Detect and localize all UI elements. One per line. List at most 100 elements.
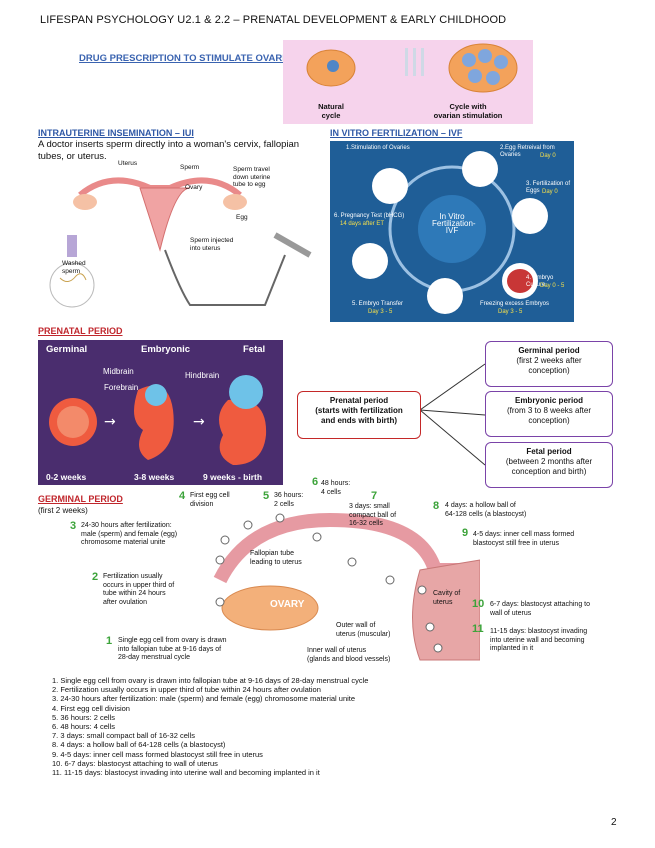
weeks-germinal: 0-2 weeks bbox=[46, 472, 87, 482]
step-9-text: 4-5 days: inner cell mass formed blastoc… bbox=[473, 531, 574, 548]
step-3-text: 24-30 hours after fertilization: male (s… bbox=[81, 522, 177, 548]
step-7-line1: 3 days: small bbox=[349, 503, 390, 510]
list-item: 11. 11-15 days: blastocyst invading into… bbox=[52, 768, 320, 778]
step-2-line3: tube within 24 hours bbox=[103, 590, 166, 597]
step-9-line1: 4-5 days: inner cell mass formed bbox=[473, 531, 575, 538]
ivf-step-2: 2.Egg Retreival from Ovaries bbox=[500, 145, 555, 158]
ivf-step-1: 1.Stimulation of Ovaries bbox=[346, 145, 410, 151]
step-7-line3: 16-32 cells bbox=[349, 520, 383, 527]
step-1-line2: into fallopian tube at 9-16 days of bbox=[118, 645, 222, 653]
list-item: 8. 4 days: a hollow ball of 64-128 cells… bbox=[52, 740, 226, 750]
ivf-diagram: 1.Stimulation of Ovaries 2.Egg Retreival… bbox=[330, 141, 574, 322]
step-11-line3: implanted in it bbox=[490, 645, 534, 652]
step-8-text: 4 days: a hollow ball of 64-128 cells (a… bbox=[445, 502, 526, 519]
list-item: 10. 6-7 days: blastocyst attaching to wa… bbox=[52, 758, 218, 768]
stage-fetal: Fetal bbox=[243, 344, 266, 355]
cavity-line1: Cavity of bbox=[433, 590, 461, 597]
iui-title: INTRAUTERINE INSEMINATION – IUI bbox=[38, 128, 194, 138]
step-3-number: 3 bbox=[70, 520, 77, 532]
prenatal-center-line1: Prenatal period bbox=[329, 396, 389, 405]
step-4-line2: division bbox=[190, 500, 214, 508]
outer-line1: Outer wall of bbox=[336, 622, 376, 629]
list-item: 2. Fertilization usually occurs in upper… bbox=[52, 685, 321, 695]
step-4-number: 4 bbox=[179, 490, 186, 502]
step-11-number: 11 bbox=[472, 623, 484, 635]
step-11-line2: into uterine wall and becoming bbox=[490, 636, 585, 644]
list-item: 3. 24-30 hours after fertilization: male… bbox=[52, 694, 356, 704]
list-item: 9. 4-5 days: inner cell mass formed blas… bbox=[52, 749, 263, 759]
step-3-line3: chromosome material unite bbox=[81, 539, 166, 546]
stim-caption-line1: Cycle with bbox=[449, 102, 487, 111]
label-washed-line2: sperm bbox=[62, 267, 81, 275]
label-hindbrain: Hindbrain bbox=[185, 371, 220, 380]
label-inner-wall: Inner wall of uterus (glands and blood v… bbox=[307, 647, 390, 664]
ivf-step-4: 4. Embryo Culture bbox=[526, 275, 554, 288]
ivf-title: IN VITRO FERTILIZATION – IVF bbox=[330, 128, 463, 138]
label-travel-line1: Sperm travel bbox=[233, 166, 270, 173]
step-9-number: 9 bbox=[462, 527, 469, 539]
label-fallopian-tube: Fallopian tube leading to uterus bbox=[250, 550, 302, 567]
step-6-text: 48 hours: 4 cells bbox=[321, 480, 350, 497]
uterus-illustration bbox=[49, 177, 312, 308]
embryonic-period-line2: conception) bbox=[528, 416, 570, 425]
step-7-number: 7 bbox=[371, 490, 378, 502]
ivf-step-4-day: Day 0 - 5 bbox=[540, 283, 565, 289]
stage-germinal: Germinal bbox=[46, 344, 88, 355]
stim-caption-line2: ovarian stimulation bbox=[433, 111, 503, 120]
step-2-line2: occurs in upper third of bbox=[103, 581, 175, 589]
step-1-number: 1 bbox=[106, 635, 113, 647]
ivf-step-3: 3. Fertilization of Eggs bbox=[526, 181, 571, 194]
step-8-line2: 64-128 cells (a blastocyst) bbox=[445, 510, 527, 518]
drug-image bbox=[283, 40, 533, 124]
germinal-title: GERMINAL PERIOD bbox=[38, 494, 123, 504]
step-2-line4: after ovulation bbox=[103, 598, 147, 606]
weeks-fetal: 9 weeks - birth bbox=[203, 472, 263, 482]
prenatal-title: PRENATAL PERIOD bbox=[38, 326, 123, 336]
iui-description: A doctor inserts sperm directly into a w… bbox=[38, 139, 300, 162]
inner-line1: Inner wall of uterus bbox=[307, 647, 367, 654]
fetal-period-box: Fetal period (between 2 months after con… bbox=[485, 442, 613, 488]
natural-cycle-line1: Natural bbox=[318, 102, 344, 111]
fallopian-tube-illustration bbox=[213, 512, 480, 661]
step-4-line1: First egg cell bbox=[190, 492, 230, 499]
page-number: 2 bbox=[611, 817, 617, 828]
ivf-step-5: 5. Embryo Transfer bbox=[352, 301, 404, 307]
embryonic-period-box: Embryonic period (from 3 to 8 weeks afte… bbox=[485, 391, 613, 437]
list-item: 1. Single egg cell from ovary is drawn i… bbox=[52, 676, 369, 685]
outer-line2: uterus (muscular) bbox=[336, 630, 391, 638]
step-6-line2: 4 cells bbox=[321, 488, 341, 496]
step-2-text: Fertilization usually occurs in upper th… bbox=[103, 573, 174, 607]
ivf-step-freeze: Freezing excess Embryos bbox=[480, 301, 550, 307]
tube-line1: Fallopian tube bbox=[250, 550, 294, 557]
stimulation-caption: Cycle with ovarian stimulation bbox=[418, 102, 518, 120]
ivf-step-6: 6. Pregnancy Test (bHCG) bbox=[334, 213, 405, 219]
label-washed-sperm: Washed sperm bbox=[62, 260, 86, 275]
drug-title: DRUG PRESCRIPTION TO STIMULATE OVARIES bbox=[79, 53, 298, 64]
fetal-period-line1: (between 2 months after bbox=[505, 457, 593, 466]
ivf-center-line3: IVF bbox=[445, 226, 459, 235]
step-11-text: 11-15 days: blastocyst invading into ute… bbox=[490, 628, 587, 654]
germinal-period-title: Germinal period bbox=[518, 346, 580, 355]
prenatal-image: → → Germinal Embryonic Fetal Midbrain Fo… bbox=[38, 340, 283, 485]
step-10-number: 10 bbox=[472, 598, 485, 610]
step-7-line2: compact ball of bbox=[349, 511, 397, 519]
label-travel-line2: down uterine bbox=[233, 173, 271, 181]
ivf-step-3-day: Day 0 bbox=[542, 189, 558, 195]
step-10-line1: 6-7 days: blastocyst attaching to bbox=[490, 601, 590, 608]
iui-diagram: Uterus Sperm Ovary Egg Sperm travel down… bbox=[40, 160, 325, 325]
ivf-step-freeze-day: Day 3 - 5 bbox=[498, 309, 523, 315]
step-8-number: 8 bbox=[433, 500, 440, 512]
label-egg: Egg bbox=[236, 214, 248, 221]
germinal-subtitle: (first 2 weeks) bbox=[38, 506, 88, 515]
cavity-line2: uterus bbox=[433, 598, 453, 606]
label-ovary-germinal: OVARY bbox=[270, 599, 305, 610]
inner-line2: (glands and blood vessels) bbox=[307, 655, 391, 663]
label-sperm-travel: Sperm travel down uterine tube to egg bbox=[233, 166, 270, 189]
step-6-number: 6 bbox=[312, 476, 319, 488]
step-6-line1: 48 hours: bbox=[321, 480, 351, 487]
step-5-number: 5 bbox=[263, 490, 270, 502]
label-injected-line2: into uterus bbox=[190, 244, 221, 252]
step-10-line2: wall of uterus bbox=[490, 609, 532, 617]
ovary-stimulation-illustration bbox=[306, 43, 518, 93]
germinal-period-box: Germinal period (first 2 weeks after con… bbox=[485, 341, 613, 387]
